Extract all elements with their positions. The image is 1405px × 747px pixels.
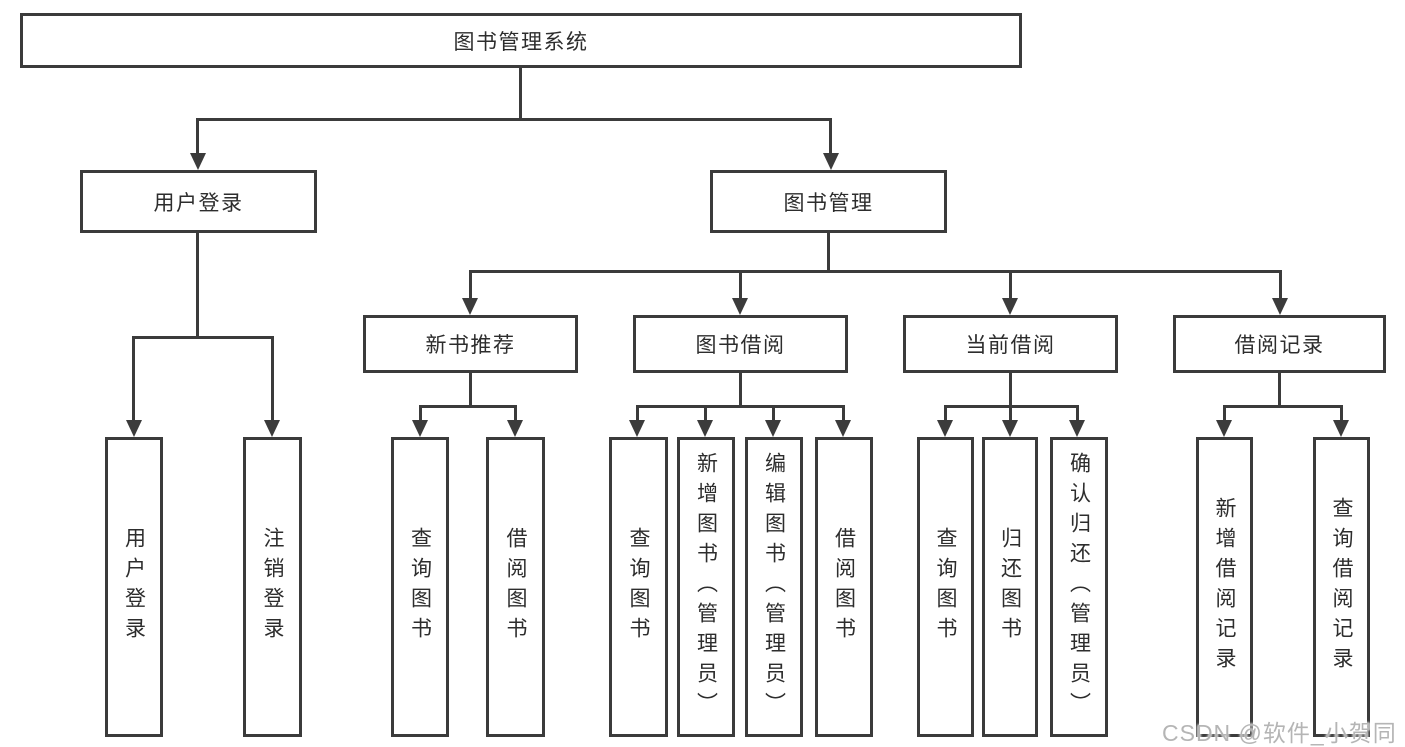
arrow-module1-leaf-1 bbox=[412, 420, 428, 437]
arrow-to-module-2 bbox=[732, 298, 748, 315]
connector-login-trunk bbox=[196, 233, 199, 339]
connector-management-trunk bbox=[827, 233, 830, 273]
node-leaf-logout: 注销登录 bbox=[243, 437, 302, 737]
arrow-to-management bbox=[823, 153, 839, 170]
connector-module2-stub-4 bbox=[842, 405, 845, 421]
node-leaf-edit-books-admin: 编辑图书（管理员） bbox=[745, 437, 803, 737]
connector-stub-management bbox=[829, 118, 832, 155]
connector-stub-module-2 bbox=[739, 270, 742, 300]
leaf-confirm-return-admin-label: 确认归还（管理员） bbox=[1067, 452, 1091, 722]
connector-module3-trunk bbox=[1009, 373, 1012, 408]
connector-module1-stub-2 bbox=[514, 405, 517, 421]
connector-stub-module-4 bbox=[1279, 270, 1282, 300]
connector-root-rail bbox=[196, 118, 832, 121]
connector-module3-stub-3 bbox=[1076, 405, 1079, 421]
leaf-user-login-label: 用户登录 bbox=[122, 527, 146, 647]
arrow-module1-leaf-2 bbox=[507, 420, 523, 437]
arrow-module2-leaf-4 bbox=[835, 420, 851, 437]
connector-module2-stub-3 bbox=[772, 405, 775, 421]
connector-module4-stub-2 bbox=[1340, 405, 1343, 421]
connector-module2-stub-1 bbox=[636, 405, 639, 421]
connector-root-trunk bbox=[519, 68, 522, 121]
node-root-label: 图书管理系统 bbox=[453, 30, 589, 54]
node-leaf-confirm-return-admin: 确认归还（管理员） bbox=[1050, 437, 1108, 737]
node-book-borrow: 图书借阅 bbox=[633, 315, 848, 373]
arrow-module4-leaf-1 bbox=[1216, 420, 1232, 437]
connector-module3-stub-2 bbox=[1009, 405, 1012, 421]
arrow-to-module-1 bbox=[462, 298, 478, 315]
node-current-borrow-label: 当前借阅 bbox=[965, 334, 1056, 357]
connector-module4-trunk bbox=[1278, 373, 1281, 408]
node-book-management: 图书管理 bbox=[710, 170, 947, 233]
connector-module1-stub-1 bbox=[419, 405, 422, 421]
arrow-to-login-leaf-2 bbox=[264, 420, 280, 437]
connector-module4-rail bbox=[1223, 405, 1343, 408]
node-book-management-label: 图书管理 bbox=[783, 191, 874, 215]
node-leaf-query-books-recommend: 查询图书 bbox=[391, 437, 449, 737]
arrow-module3-leaf-1 bbox=[937, 420, 953, 437]
node-leaf-borrow-books: 借阅图书 bbox=[815, 437, 873, 737]
connector-module4-stub-1 bbox=[1223, 405, 1226, 421]
leaf-return-books-label: 归还图书 bbox=[998, 527, 1022, 647]
connector-module3-stub-1 bbox=[944, 405, 947, 421]
node-leaf-add-books-admin: 新增图书（管理员） bbox=[677, 437, 735, 737]
arrow-module3-leaf-3 bbox=[1069, 420, 1085, 437]
connector-module1-rail bbox=[419, 405, 517, 408]
connector-management-rail bbox=[469, 270, 1282, 273]
connector-module1-trunk bbox=[469, 373, 472, 408]
arrow-module2-leaf-2 bbox=[697, 420, 713, 437]
node-leaf-query-books-borrow: 查询图书 bbox=[609, 437, 668, 737]
arrow-module2-leaf-1 bbox=[629, 420, 645, 437]
node-user-login-label: 用户登录 bbox=[153, 191, 244, 215]
leaf-logout-label: 注销登录 bbox=[261, 527, 284, 647]
arrow-to-login bbox=[190, 153, 206, 170]
node-leaf-add-borrow-record: 新增借阅记录 bbox=[1196, 437, 1253, 737]
node-borrow-records-label: 借阅记录 bbox=[1234, 334, 1325, 357]
leaf-edit-books-admin-label: 编辑图书（管理员） bbox=[762, 452, 786, 722]
node-leaf-query-borrow-record: 查询借阅记录 bbox=[1313, 437, 1370, 737]
connector-login-stub-2 bbox=[271, 336, 274, 421]
node-new-book-recommend: 新书推荐 bbox=[363, 315, 578, 373]
connector-login-stub-1 bbox=[132, 336, 135, 421]
node-new-book-recommend-label: 新书推荐 bbox=[425, 334, 516, 357]
connector-stub-module-3 bbox=[1009, 270, 1012, 300]
leaf-query-borrow-record-label: 查询借阅记录 bbox=[1330, 497, 1353, 677]
node-leaf-return-books: 归还图书 bbox=[982, 437, 1038, 737]
arrow-module3-leaf-2 bbox=[1002, 420, 1018, 437]
arrow-module2-leaf-3 bbox=[765, 420, 781, 437]
arrow-to-module-4 bbox=[1272, 298, 1288, 315]
connector-login-rail bbox=[132, 336, 274, 339]
node-book-borrow-label: 图书借阅 bbox=[695, 334, 786, 357]
connector-stub-module-1 bbox=[469, 270, 472, 300]
arrow-module4-leaf-2 bbox=[1333, 420, 1349, 437]
arrow-to-login-leaf-1 bbox=[126, 420, 142, 437]
connector-module2-stub-2 bbox=[704, 405, 707, 421]
node-borrow-records: 借阅记录 bbox=[1173, 315, 1386, 373]
leaf-add-borrow-record-label: 新增借阅记录 bbox=[1213, 497, 1236, 677]
node-leaf-user-login: 用户登录 bbox=[105, 437, 163, 737]
watermark: CSDN @软件_小贺同学 bbox=[1162, 720, 1397, 746]
node-current-borrow: 当前借阅 bbox=[903, 315, 1118, 373]
leaf-query-books-current-label: 查询图书 bbox=[934, 527, 957, 647]
node-user-login: 用户登录 bbox=[80, 170, 317, 233]
leaf-borrow-books-recommend-label: 借阅图书 bbox=[504, 527, 527, 647]
connector-module2-trunk bbox=[739, 373, 742, 408]
leaf-query-books-recommend-label: 查询图书 bbox=[408, 527, 432, 647]
node-leaf-borrow-books-recommend: 借阅图书 bbox=[486, 437, 545, 737]
node-leaf-query-books-current: 查询图书 bbox=[917, 437, 974, 737]
leaf-query-books-borrow-label: 查询图书 bbox=[627, 527, 650, 647]
connector-stub-login bbox=[196, 118, 199, 155]
arrow-to-module-3 bbox=[1002, 298, 1018, 315]
node-root: 图书管理系统 bbox=[20, 13, 1022, 68]
leaf-add-books-admin-label: 新增图书（管理员） bbox=[694, 452, 718, 722]
leaf-borrow-books-label: 借阅图书 bbox=[832, 527, 856, 647]
connector-module2-rail bbox=[636, 405, 845, 408]
